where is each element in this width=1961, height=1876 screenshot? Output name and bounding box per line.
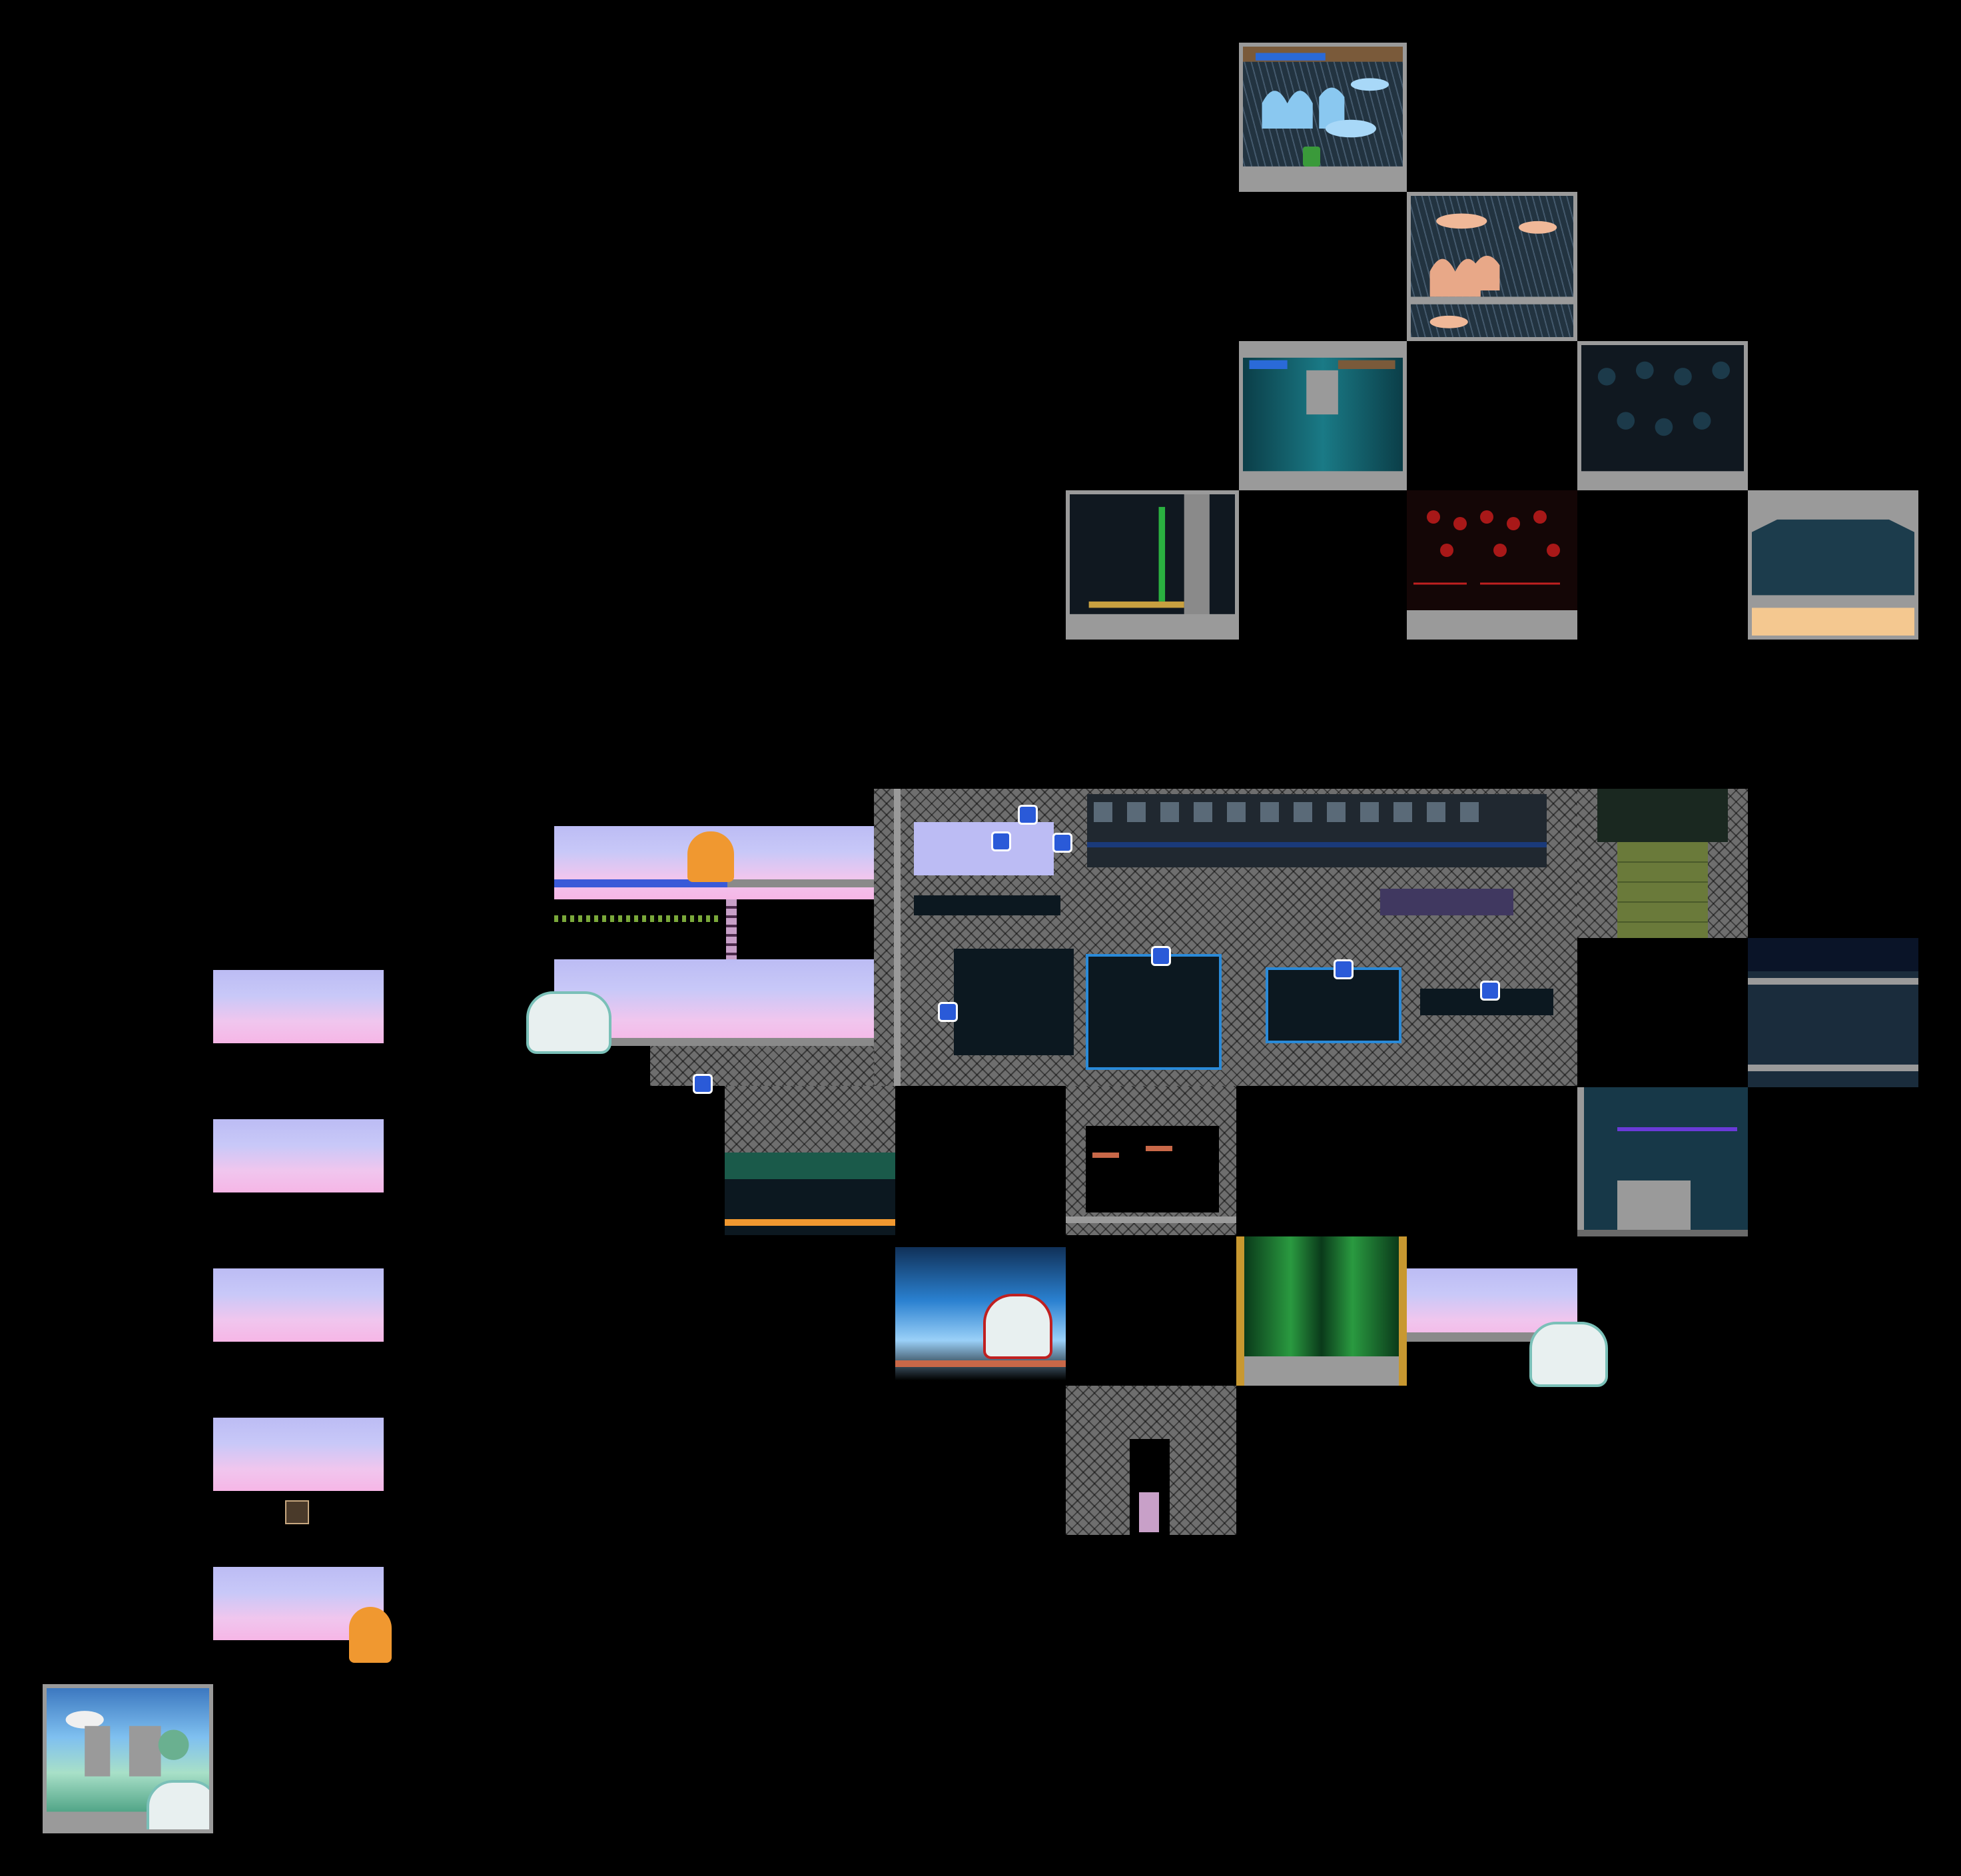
room-start-forest	[43, 1684, 213, 1833]
room-green-waterfall	[1236, 1236, 1407, 1386]
room-waterfall-a	[1239, 341, 1407, 490]
checkpoint-icon	[1052, 833, 1072, 853]
skull-machine-icon	[147, 1780, 209, 1829]
spike-icon	[554, 915, 721, 922]
room-desert-hall-art	[1752, 494, 1914, 608]
skull-machine-icon	[1529, 1322, 1608, 1387]
room-fortress-center-low-art	[1066, 1126, 1236, 1223]
room-waterfall-a-art	[1243, 345, 1403, 486]
room-tower-right-art	[1597, 789, 1728, 938]
room-rain-clouds-art	[1411, 213, 1573, 328]
room-ocean-skull-boss-art	[895, 1360, 1066, 1367]
orange-robot-icon	[349, 1607, 392, 1663]
orange-robot-icon	[687, 831, 734, 882]
door-icon	[285, 1500, 309, 1524]
room-sky-column-1	[213, 970, 384, 1043]
room-desert-hall	[1748, 490, 1918, 640]
checkpoint-icon	[1334, 959, 1354, 979]
room-sky-orange-robot	[554, 826, 874, 899]
room-deepblue-art	[1577, 1087, 1748, 1236]
checkpoint-icon	[938, 1002, 958, 1022]
ladder-icon	[726, 899, 737, 959]
checkpoint-icon	[693, 1074, 713, 1094]
room-rain-ice-top-art	[1243, 47, 1403, 188]
checkpoint-icon	[1018, 805, 1038, 825]
checkpoint-icon	[991, 831, 1011, 851]
room-navy-right-art	[1748, 938, 1918, 1071]
room-rain-ice-top	[1239, 43, 1407, 192]
room-red-dots-art	[1407, 510, 1577, 640]
checkpoint-icon	[1151, 946, 1171, 966]
skull-machine-icon	[526, 991, 611, 1054]
room-rain-clouds	[1407, 192, 1577, 341]
room-navy-right	[1748, 938, 1918, 1087]
room-fortress-center-low	[1066, 1086, 1236, 1235]
room-fortress-shaft-left	[725, 1086, 895, 1235]
room-fortress-bottom-shaft-art	[1130, 1439, 1170, 1535]
room-sky-skull-left-art	[554, 1038, 874, 1046]
room-green-pipe	[1066, 490, 1239, 640]
room-dark-bubbles	[1577, 341, 1748, 490]
room-sky-column-4	[213, 1418, 384, 1491]
room-sky-column-2	[213, 1119, 384, 1192]
skull-machine-icon	[983, 1294, 1052, 1359]
room-fortress-bottom-shaft	[1066, 1386, 1236, 1535]
checkpoint-icon	[1480, 981, 1500, 1001]
room-dark-bubbles-art	[1581, 361, 1744, 486]
room-sky-orange-robot-art	[554, 879, 874, 887]
room-red-dots	[1407, 490, 1577, 640]
room-fortress-core	[874, 789, 1577, 1086]
room-fortress-shaft-left-art	[725, 1153, 895, 1235]
room-sky-column-3	[213, 1268, 384, 1342]
room-ocean-skull-boss	[895, 1247, 1066, 1380]
room-deepblue	[1577, 1087, 1748, 1236]
room-spike-row	[554, 899, 874, 959]
room-fortress-core-art	[894, 789, 1553, 1086]
room-green-pipe-art	[1070, 494, 1235, 636]
hero-icon	[1303, 147, 1320, 167]
room-tower-right	[1577, 789, 1748, 938]
room-fortress-lower-left	[650, 1046, 897, 1086]
room-green-waterfall-art	[1244, 1356, 1399, 1386]
